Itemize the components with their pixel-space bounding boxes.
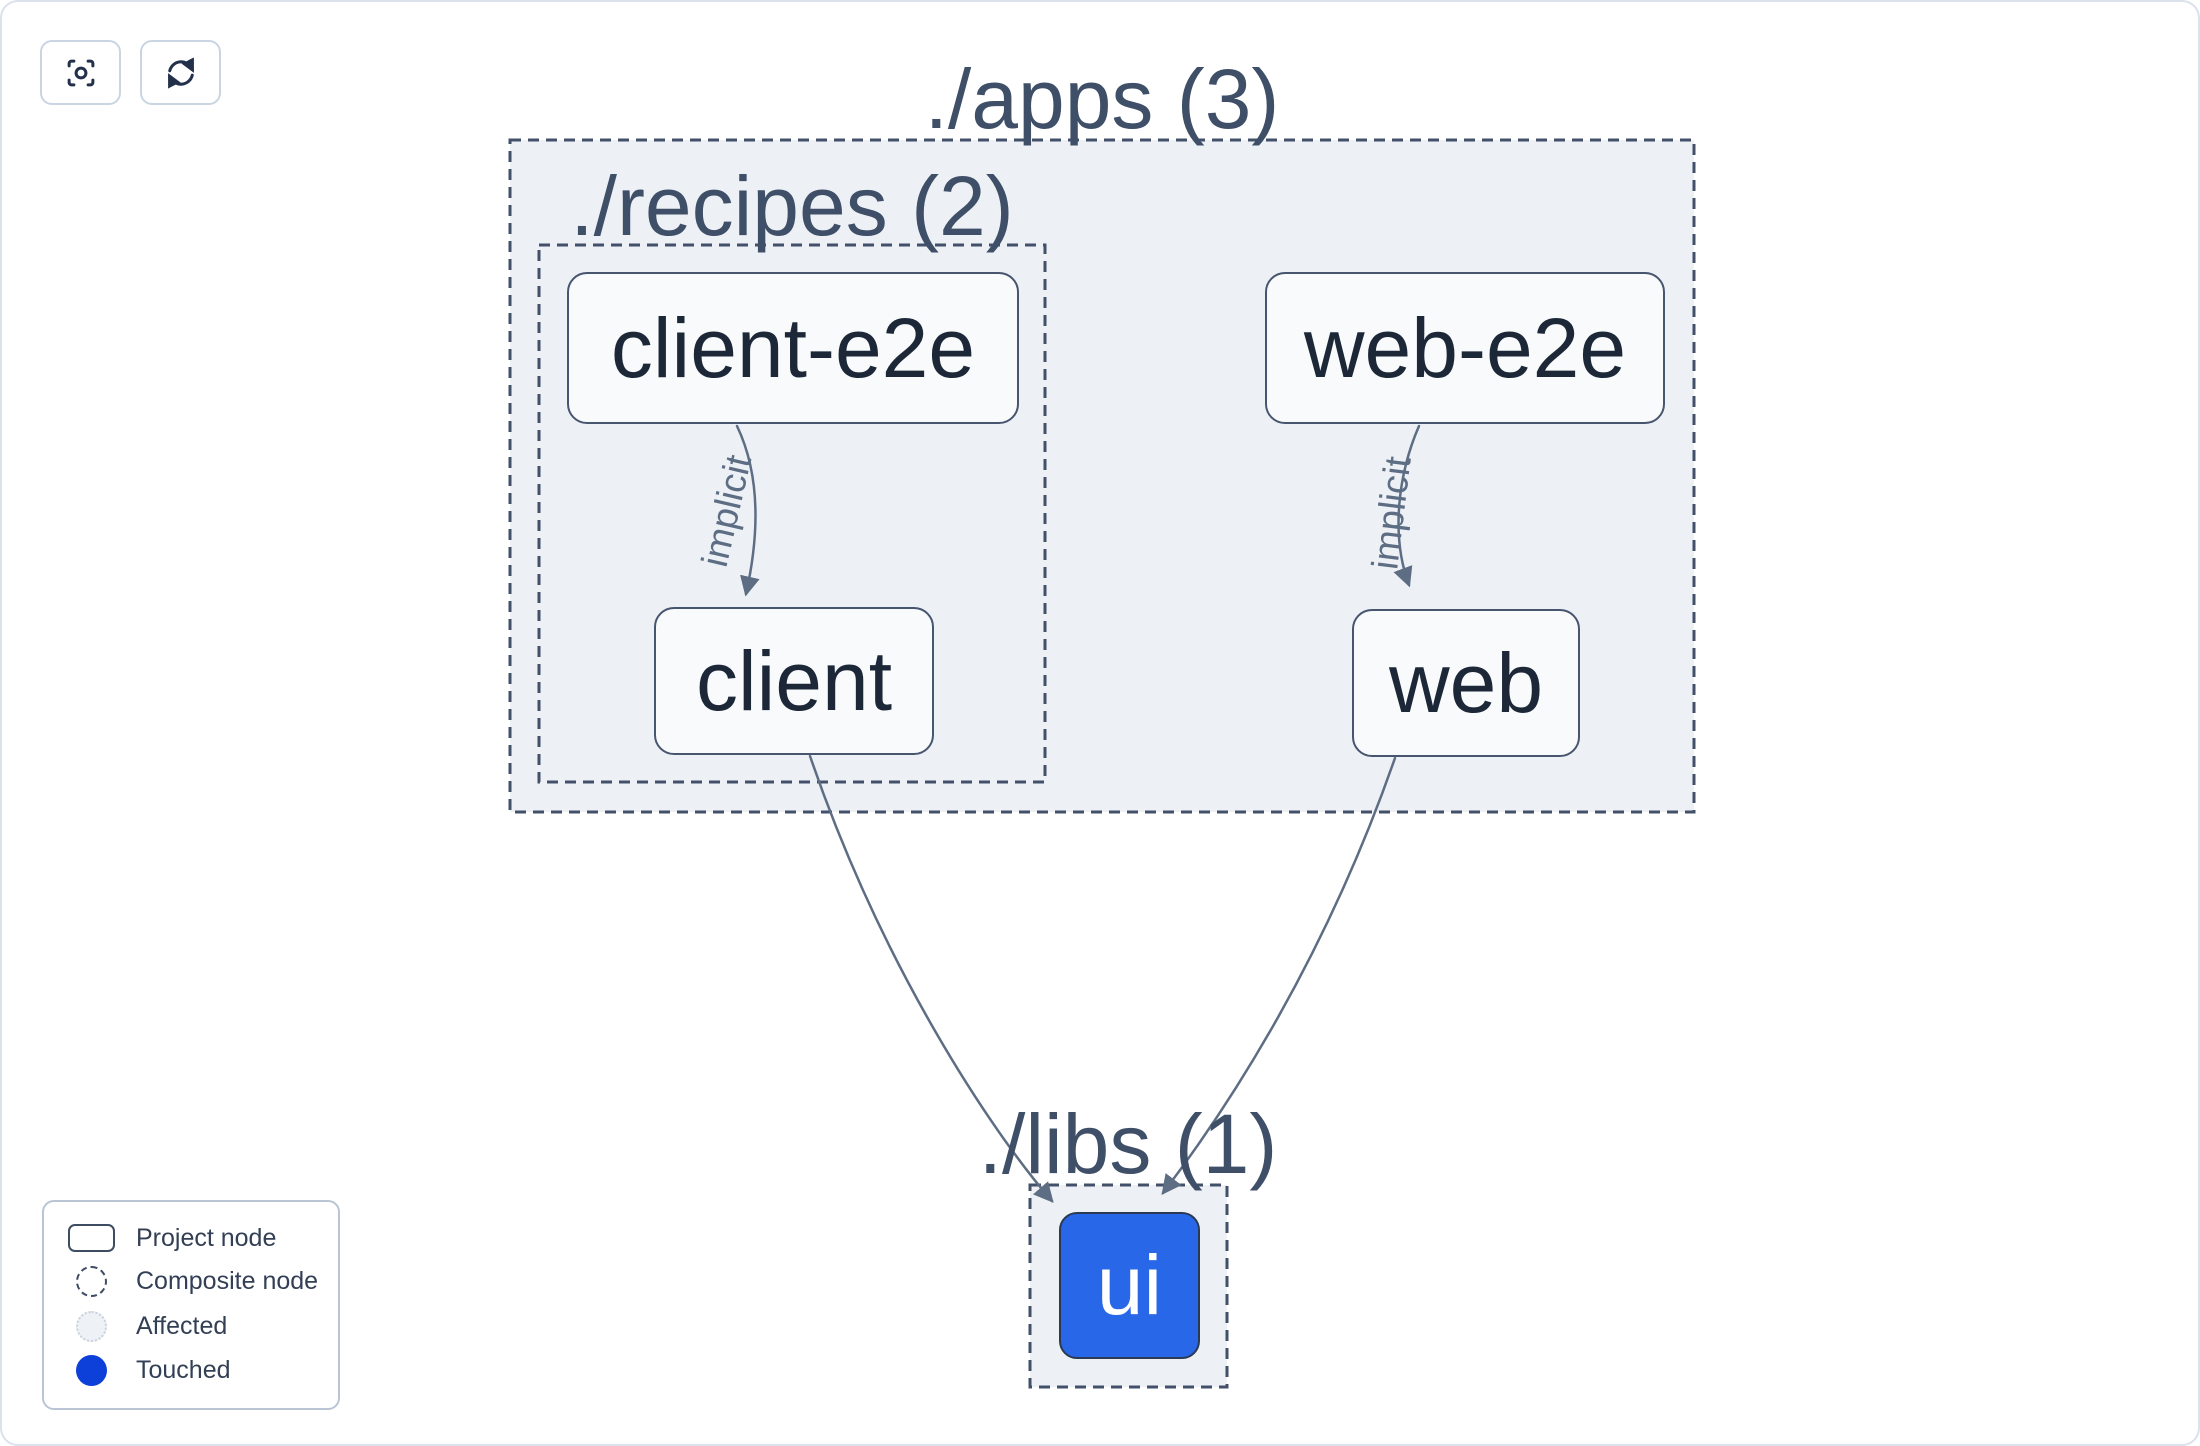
legend-row-affected: Affected (58, 1310, 324, 1342)
node-label: client (695, 633, 893, 728)
node-label: web (1388, 635, 1544, 730)
edge-client-to-ui[interactable] (808, 754, 1054, 1203)
project-node-swatch (67, 1224, 115, 1253)
node-web-e2e[interactable]: web-e2e (1265, 272, 1665, 424)
edge-client-e2e-to-client[interactable] (735, 424, 760, 597)
legend: Project node Composite node Affected Tou… (42, 1200, 340, 1410)
node-ui[interactable]: ui (1059, 1212, 1200, 1359)
legend-row-project-node: Project node (58, 1224, 324, 1253)
edge-web-to-ui[interactable] (1161, 756, 1397, 1195)
legend-label: Project node (136, 1223, 277, 1252)
node-web[interactable]: web (1352, 609, 1580, 757)
focus-icon (62, 54, 100, 92)
legend-label: Affected (136, 1311, 228, 1340)
node-label: client-e2e (610, 300, 976, 395)
node-client-e2e[interactable]: client-e2e (567, 272, 1019, 424)
affected-swatch (75, 1310, 107, 1342)
legend-label: Composite node (136, 1267, 319, 1296)
legend-label: Touched (136, 1356, 231, 1385)
edge-web-e2e-to-web[interactable] (1393, 424, 1421, 588)
toolbar (40, 40, 221, 105)
node-label: web-e2e (1303, 300, 1627, 395)
node-label: ui (1096, 1238, 1163, 1332)
node-client[interactable]: client (654, 607, 934, 755)
composite-node-swatch (75, 1266, 107, 1298)
legend-row-composite-node: Composite node (58, 1266, 324, 1298)
touched-swatch (75, 1355, 107, 1387)
focus-button[interactable] (40, 40, 121, 105)
refresh-button[interactable] (140, 40, 221, 105)
refresh-icon (162, 54, 200, 92)
legend-row-touched: Touched (58, 1355, 324, 1387)
